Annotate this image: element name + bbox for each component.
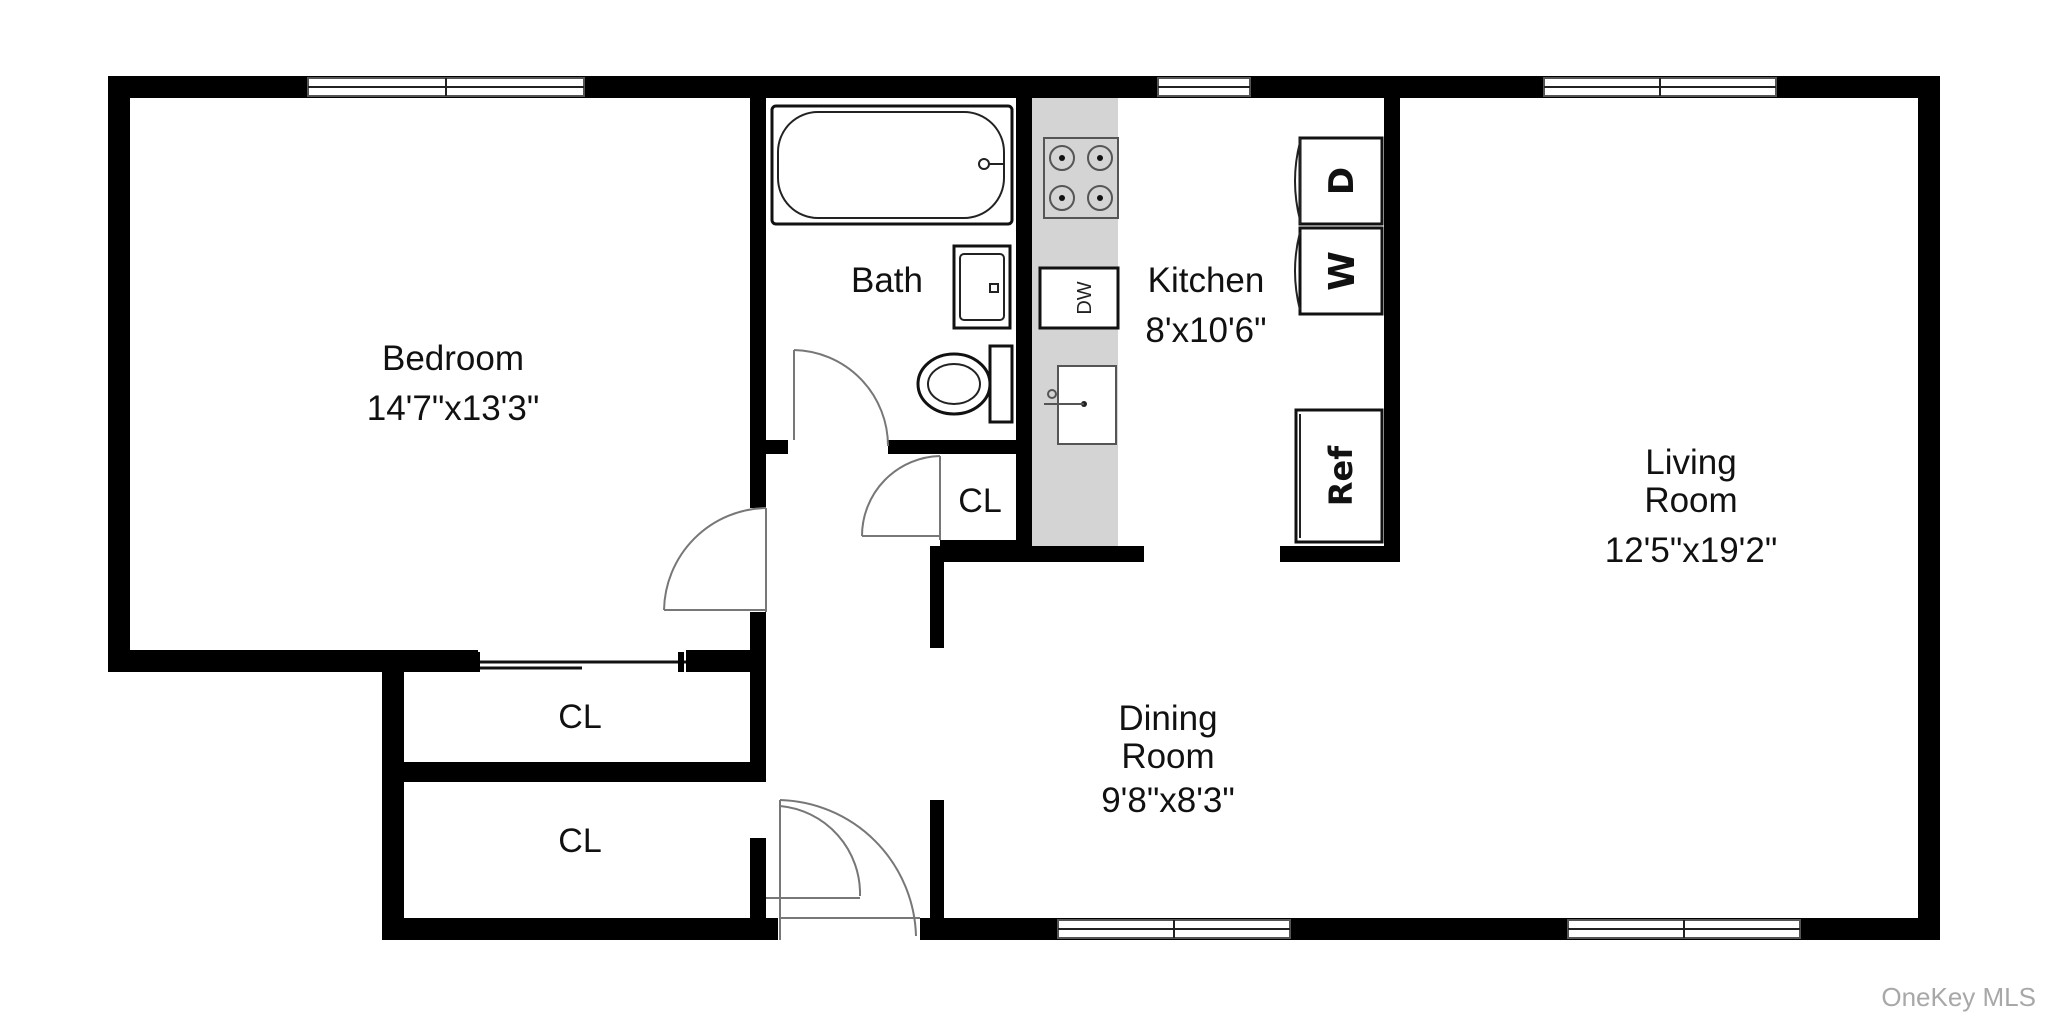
door-sliding-closet (474, 652, 686, 672)
closet-upper-label: CL (558, 698, 601, 736)
dining-name-line1: Dining (1118, 699, 1217, 738)
dryer: D (1294, 136, 1384, 226)
window-living-top (1543, 77, 1777, 97)
refrigerator: Ref (1294, 408, 1384, 544)
stove (1043, 137, 1119, 219)
dishwasher-label: DW (1074, 281, 1096, 314)
walls (108, 76, 1940, 940)
dishwasher: DW (1038, 266, 1120, 330)
dryer-label: D (1322, 167, 1362, 195)
living-dims: 12'5"x19'2" (1605, 531, 1778, 570)
kitchen-sink (1044, 365, 1117, 445)
bathtub (770, 104, 1014, 226)
door-bedroom (663, 507, 767, 612)
windows (307, 77, 1801, 939)
toilet (916, 344, 1014, 424)
dining-name-line2: Room (1121, 737, 1214, 776)
kitchen-name: Kitchen (1148, 261, 1265, 300)
window-kitchen (1157, 77, 1251, 97)
window-bedroom (307, 77, 585, 97)
washer: W (1294, 226, 1384, 316)
washer-label: W (1322, 251, 1363, 291)
dining-dims: 9'8"x8'3" (1101, 781, 1235, 820)
window-dining-bottom (1057, 919, 1291, 939)
living-name-line1: Living (1645, 443, 1736, 482)
window-living-bottom (1567, 919, 1801, 939)
bath-name: Bath (851, 261, 923, 300)
bath-sink (952, 244, 1012, 330)
watermark: OneKey MLS (1881, 982, 2036, 1012)
refrigerator-label: Ref (1322, 445, 1360, 506)
bedroom-name: Bedroom (382, 339, 524, 378)
kitchen-dims: 8'x10'6" (1145, 311, 1266, 350)
door-hall-closet (861, 455, 941, 540)
door-bath (793, 349, 889, 447)
living-name-line2: Room (1644, 481, 1737, 520)
closet-hall-label: CL (958, 482, 1001, 520)
bedroom-dims: 14'7"x13'3" (367, 389, 540, 428)
closet-lower-label: CL (558, 822, 601, 860)
doors (474, 349, 941, 940)
door-entry (766, 799, 920, 940)
